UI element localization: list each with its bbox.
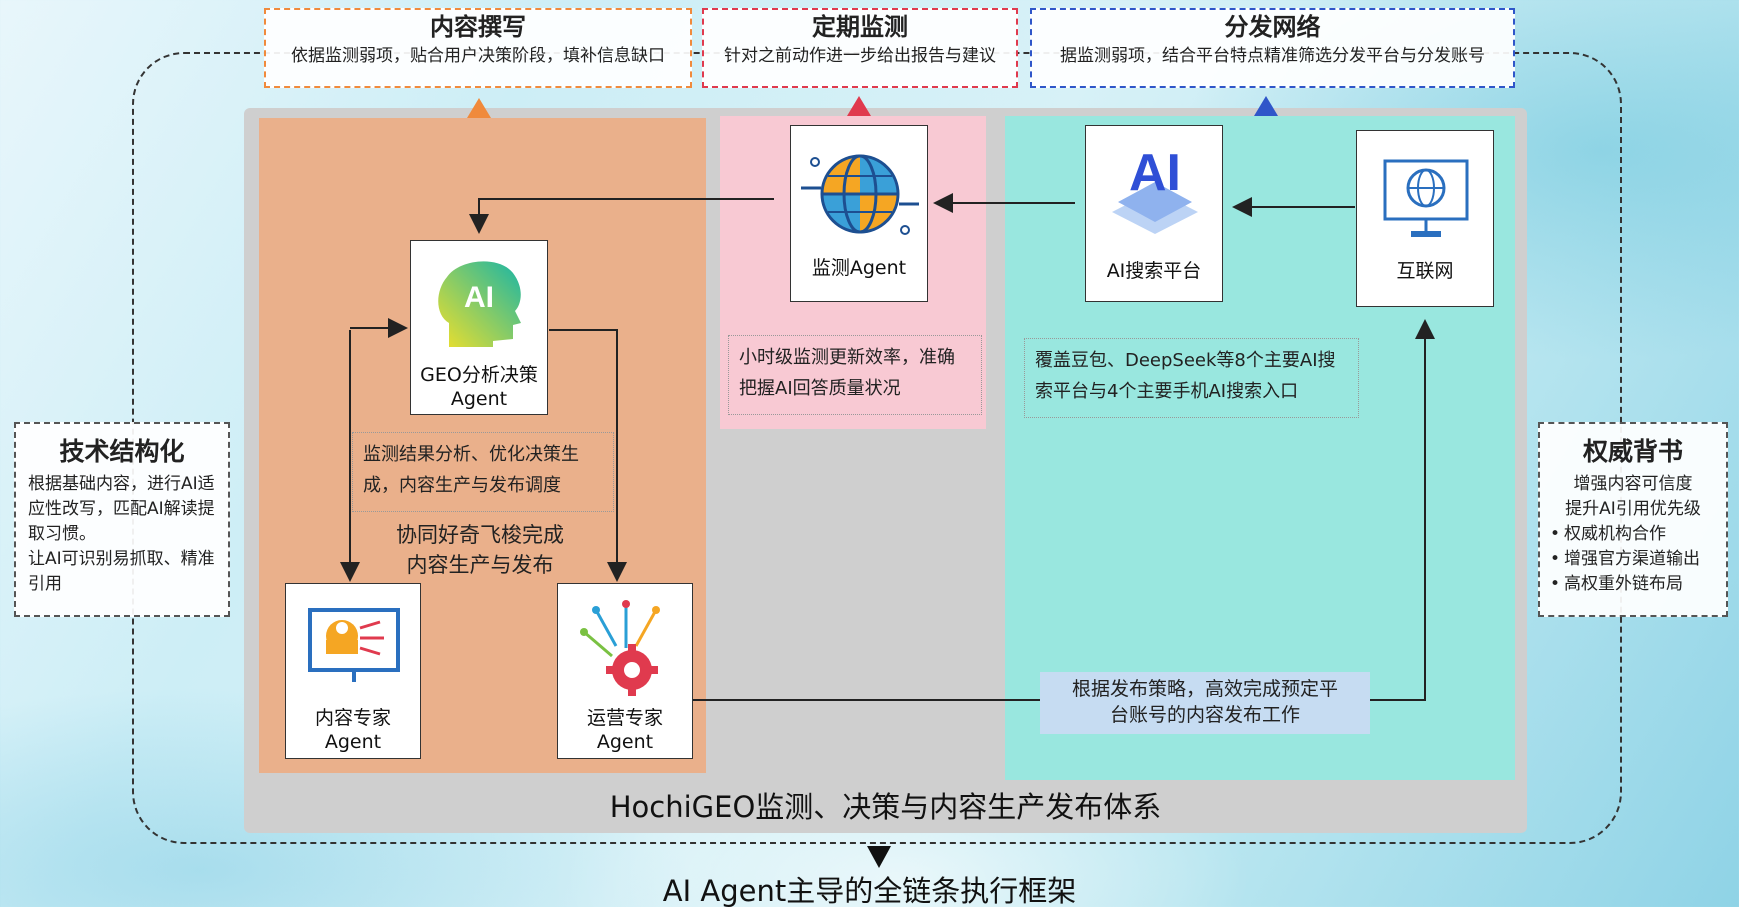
side-right-line1: 增强内容可信度	[1573, 474, 1693, 494]
system-title: HochiGEO监测、决策与内容生产发布体系	[609, 790, 1162, 824]
top-box-distribution-network: 分发网络 据监测弱项，结合平台特点精准筛选分发平台与分发账号	[1030, 8, 1515, 88]
top-box-desc: 据监测弱项，结合平台特点精准筛选分发平台与分发账号	[1060, 46, 1485, 66]
ai-search-icon-text: AI	[1129, 144, 1181, 202]
triangle-bottom-marker	[867, 846, 891, 868]
monitor-agent-label: 监测Agent	[811, 257, 907, 279]
side-left-desc2: 让AI可识别易抓取、精准引用	[28, 549, 215, 594]
operations-expert-agent-card: 运营专家 Agent	[557, 583, 693, 759]
side-right-title: 权威背书	[1582, 437, 1683, 466]
gear-network-icon	[580, 600, 660, 696]
technical-structuring-box: 技术结构化 根据基础内容，进行AI适应性改写，匹配AI解读提取习惯。 让AI可识…	[14, 422, 230, 617]
side-right-line2: 提升AI引用优先级	[1565, 499, 1701, 519]
authority-list-item: 高权重外链布局	[1550, 572, 1716, 597]
geo-decision-agent-card: AI GEO分析决策 Agent	[410, 240, 548, 415]
ai-search-label: AI搜索平台	[1106, 260, 1202, 282]
framework-title: AI Agent主导的全链条执行框架	[662, 874, 1077, 907]
search-coverage-note: 覆盖豆包、DeepSeek等8个主要AI搜索平台与4个主要手机AI搜索入口	[1024, 338, 1359, 418]
authority-list-item: 增强官方渠道输出	[1550, 547, 1716, 572]
side-left-desc1: 根据基础内容，进行AI适应性改写，匹配AI解读提取习惯。	[28, 474, 215, 544]
top-box-desc: 依据监测弱项，贴合用户决策阶段，填补信息缺口	[291, 46, 665, 66]
geo-icon-text: AI	[464, 281, 494, 314]
monitor-note: 小时级监测更新效率，准确把握AI回答质量状况	[728, 335, 982, 415]
geo-decision-note: 监测结果分析、优化决策生成，内容生产与发布调度	[352, 432, 614, 512]
content-agent-label-line1: 内容专家	[314, 707, 391, 729]
top-box-content-writing: 内容撰写 依据监测弱项，贴合用户决策阶段，填补信息缺口	[264, 8, 692, 88]
ai-chip-icon: AI	[1112, 144, 1198, 234]
top-box-desc: 针对之前动作进一步给出报告与建议	[724, 46, 996, 66]
monitor-agent-card: 监测Agent	[790, 125, 928, 302]
collaboration-line1: 协同好奇飞梭完成	[396, 523, 564, 547]
content-agent-label-line2: Agent	[324, 731, 382, 753]
ops-agent-label-line1: 运营专家	[586, 707, 663, 729]
top-box-periodic-monitoring: 定期监测 针对之前动作进一步给出报告与建议	[702, 8, 1018, 88]
geo-agent-label-line2: Agent	[450, 388, 508, 410]
authority-list-item: 权威机构合作	[1550, 522, 1716, 547]
authority-list: 权威机构合作 增强官方渠道输出 高权重外链布局	[1550, 522, 1716, 597]
ai-head-icon: AI	[438, 261, 521, 347]
collaboration-line2: 内容生产与发布	[406, 553, 554, 577]
ops-agent-label-line2: Agent	[596, 731, 654, 753]
geo-agent-label-line1: GEO分析决策	[420, 364, 538, 386]
collaboration-note: 协同好奇飞梭完成 内容生产与发布	[350, 520, 610, 580]
triangle-orange-marker	[467, 98, 491, 118]
top-box-title: 分发网络	[1224, 13, 1321, 41]
monitor-globe-icon	[1383, 159, 1469, 237]
content-expert-icon	[308, 608, 400, 682]
triangle-blue-marker	[1254, 96, 1278, 116]
publish-strategy-note: 根据发布策略，高效完成预定平台账号的内容发布工作	[1040, 672, 1370, 734]
ai-search-platform-card: AI AI搜索平台	[1085, 125, 1223, 302]
content-expert-agent-card: 内容专家 Agent	[285, 583, 421, 759]
triangle-red-marker	[847, 96, 871, 116]
top-box-title: 内容撰写	[430, 13, 526, 41]
side-left-title: 技术结构化	[59, 437, 185, 466]
globe-network-icon	[801, 154, 919, 235]
internet-card: 互联网	[1356, 130, 1494, 307]
top-box-title: 定期监测	[812, 13, 908, 41]
internet-label: 互联网	[1396, 260, 1454, 282]
authority-endorsement-box: 权威背书 增强内容可信度 提升AI引用优先级 权威机构合作 增强官方渠道输出 高…	[1538, 422, 1728, 617]
